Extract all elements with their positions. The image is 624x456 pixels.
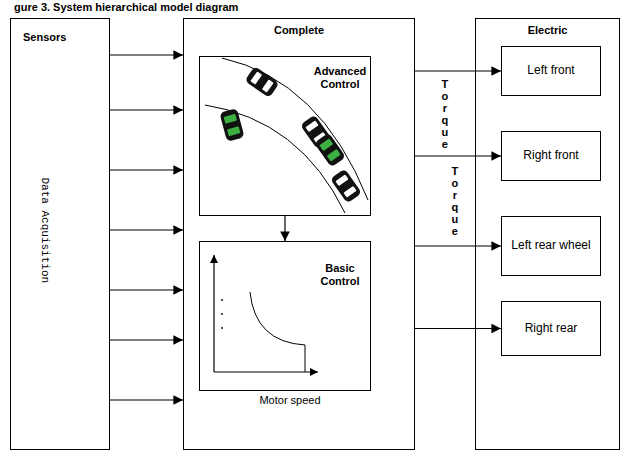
- car-icon: [314, 133, 346, 168]
- box-heading: Basic Control: [312, 262, 368, 287]
- box-label: Left front: [527, 64, 574, 78]
- box-heading: Complete: [184, 24, 414, 37]
- car-icon: [219, 108, 244, 142]
- axis-dot: [221, 327, 223, 329]
- car-icon: [330, 169, 362, 204]
- axis-dot: [221, 313, 223, 315]
- box-label: Right rear: [525, 322, 578, 336]
- wheel-motor-box: Left front: [501, 46, 601, 96]
- signal-label: Torque: [451, 165, 459, 237]
- box-heading: Advanced Control: [312, 65, 368, 90]
- road-scene: [205, 58, 368, 213]
- axis-label: Motor speed: [258, 394, 322, 407]
- signal-arrow: [110, 169, 183, 170]
- signal-arrow: [415, 328, 501, 329]
- signal-arrow: [415, 245, 501, 246]
- signal-arrow: [284, 216, 285, 241]
- system-box: ElectricLeft frontRight frontLeft rear w…: [475, 18, 620, 450]
- signal-arrow: [110, 109, 183, 110]
- torque-curve: [250, 292, 305, 345]
- box-label: Right front: [523, 149, 578, 163]
- wheel-motor-box: Left rear wheel: [501, 216, 601, 276]
- signal-arrow: [415, 70, 501, 71]
- signal-arrow: [110, 54, 183, 55]
- system-box: CompleteAdvanced ControlBasic Control: [183, 18, 415, 450]
- x-axis: [214, 371, 318, 372]
- road-edge: [205, 105, 345, 213]
- axis-dot: [221, 299, 223, 301]
- wheel-motor-box: Right front: [501, 131, 601, 181]
- figure-title: gure 3. System hierarchical model diagra…: [14, 1, 238, 14]
- road-edge: [222, 58, 368, 200]
- system-box: SensorsData Acquisition: [10, 18, 110, 450]
- signal-arrow: [110, 339, 183, 340]
- y-axis: [213, 255, 214, 372]
- speed-limit-line: [305, 345, 306, 372]
- system-box: Basic Control: [199, 241, 371, 391]
- vertical-caption: Data Acquisition: [39, 170, 52, 290]
- signal-arrow: [110, 229, 183, 230]
- box-label: Left rear wheel: [511, 239, 590, 253]
- wheel-motor-box: Right rear: [501, 301, 601, 356]
- system-box: Advanced Control: [199, 56, 371, 216]
- signal-arrow: [415, 155, 501, 156]
- signal-arrow: [110, 289, 183, 290]
- signal-label: Torque: [441, 78, 449, 150]
- box-heading: Electric: [476, 24, 619, 37]
- speed-torque-graph: [214, 255, 318, 372]
- box-heading: Sensors: [23, 31, 66, 44]
- signal-arrow: [110, 399, 183, 400]
- car-icon: [245, 66, 280, 98]
